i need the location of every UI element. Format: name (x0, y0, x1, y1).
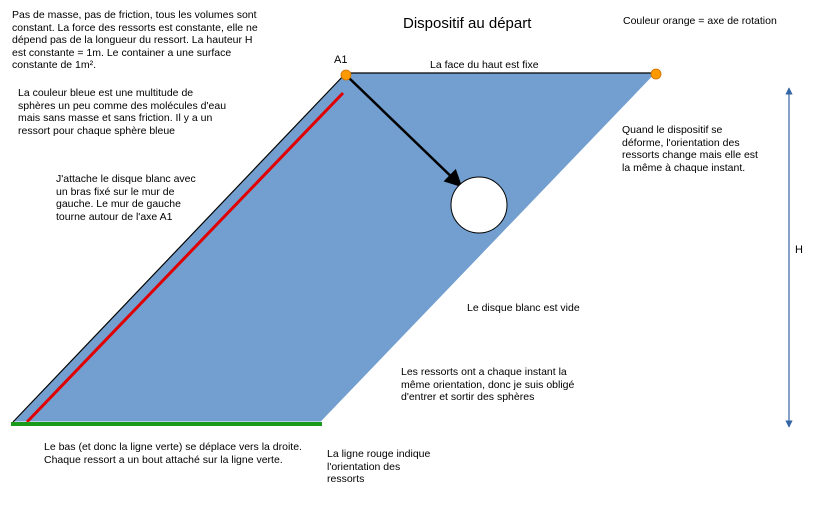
diagram-title: Dispositif au départ (403, 15, 532, 32)
label-a1: A1 (334, 54, 347, 66)
note-springs-orientation: Les ressorts ont a chaque instant la mêm… (401, 366, 575, 403)
note-red-line: La ligne rouge indique l'orientation des… (327, 448, 431, 485)
note-blue-color: La couleur bleue est une multitude de sp… (18, 87, 227, 137)
red-orientation-line (25, 91, 345, 424)
rotation-axis-a1-dot (340, 69, 352, 81)
note-disk-empty: Le disque blanc est vide (467, 302, 580, 314)
note-deform: Quand le dispositif se déforme, l'orient… (622, 124, 758, 174)
white-disk (450, 176, 508, 234)
container-blue-fill (11, 72, 658, 423)
arm-arrow (347, 76, 463, 188)
left-wall-line (12, 72, 347, 423)
note-top-face: La face du haut est fixe (430, 59, 539, 71)
rotation-axis-right-dot (650, 68, 662, 80)
note-orange-axis: Couleur orange = axe de rotation (623, 15, 777, 27)
note-attach: J'attache le disque blanc avec un bras f… (56, 173, 196, 223)
note-bottom-moves: Le bas (et donc la ligne verte) se dépla… (44, 441, 302, 466)
label-h: H (795, 244, 803, 256)
note-top-left: Pas de masse, pas de friction, tous les … (12, 9, 258, 71)
